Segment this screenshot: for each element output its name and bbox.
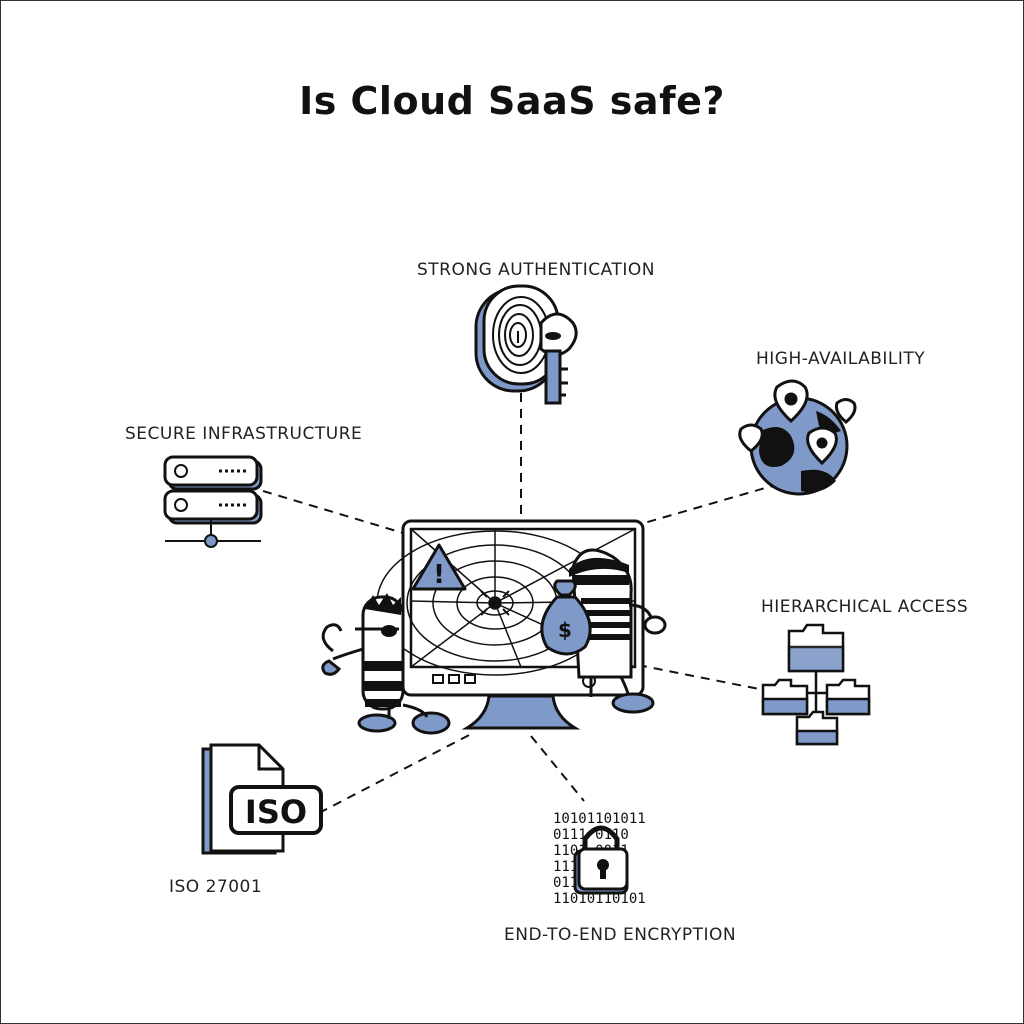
binary-row: 10101101011 (553, 811, 646, 827)
label-high-availability: HIGH-AVAILABILITY (756, 349, 926, 369)
page-title: Is Cloud SaaS safe? (299, 79, 725, 123)
warning-mark: ! (433, 560, 445, 590)
connector-hierarchical (637, 664, 760, 690)
connector-iso (318, 732, 474, 814)
folder-tree-icon (761, 623, 871, 746)
iso-badge-text: ISO (245, 793, 307, 831)
warning-icon: ! (411, 543, 467, 591)
fingerprint-icon (474, 284, 560, 393)
label-hierarchical-access: HIERARCHICAL ACCESS (761, 597, 969, 617)
binary-row: 11010110101 (553, 891, 646, 907)
connectors (262, 393, 780, 814)
server-icon (163, 455, 263, 548)
label-secure-infrastructure: SECURE INFRASTRUCTURE (125, 424, 363, 444)
label-end-to-end-encryption: END-TO-END ENCRYPTION (504, 925, 737, 945)
connector-infrastructure (262, 490, 404, 534)
connector-availability (626, 483, 780, 529)
connector-encryption (530, 735, 585, 802)
label-iso-27001: ISO 27001 (169, 877, 263, 897)
money-bag-icon: $ (540, 579, 592, 656)
globe-pin-icon (738, 379, 857, 496)
pirate-thief (321, 593, 451, 735)
label-strong-authentication: STRONG AUTHENTICATION (417, 260, 655, 280)
masked-thief (569, 548, 667, 714)
key-icon (539, 312, 578, 405)
iso-document-icon: ISO (201, 743, 323, 855)
money-symbol: $ (558, 618, 572, 642)
